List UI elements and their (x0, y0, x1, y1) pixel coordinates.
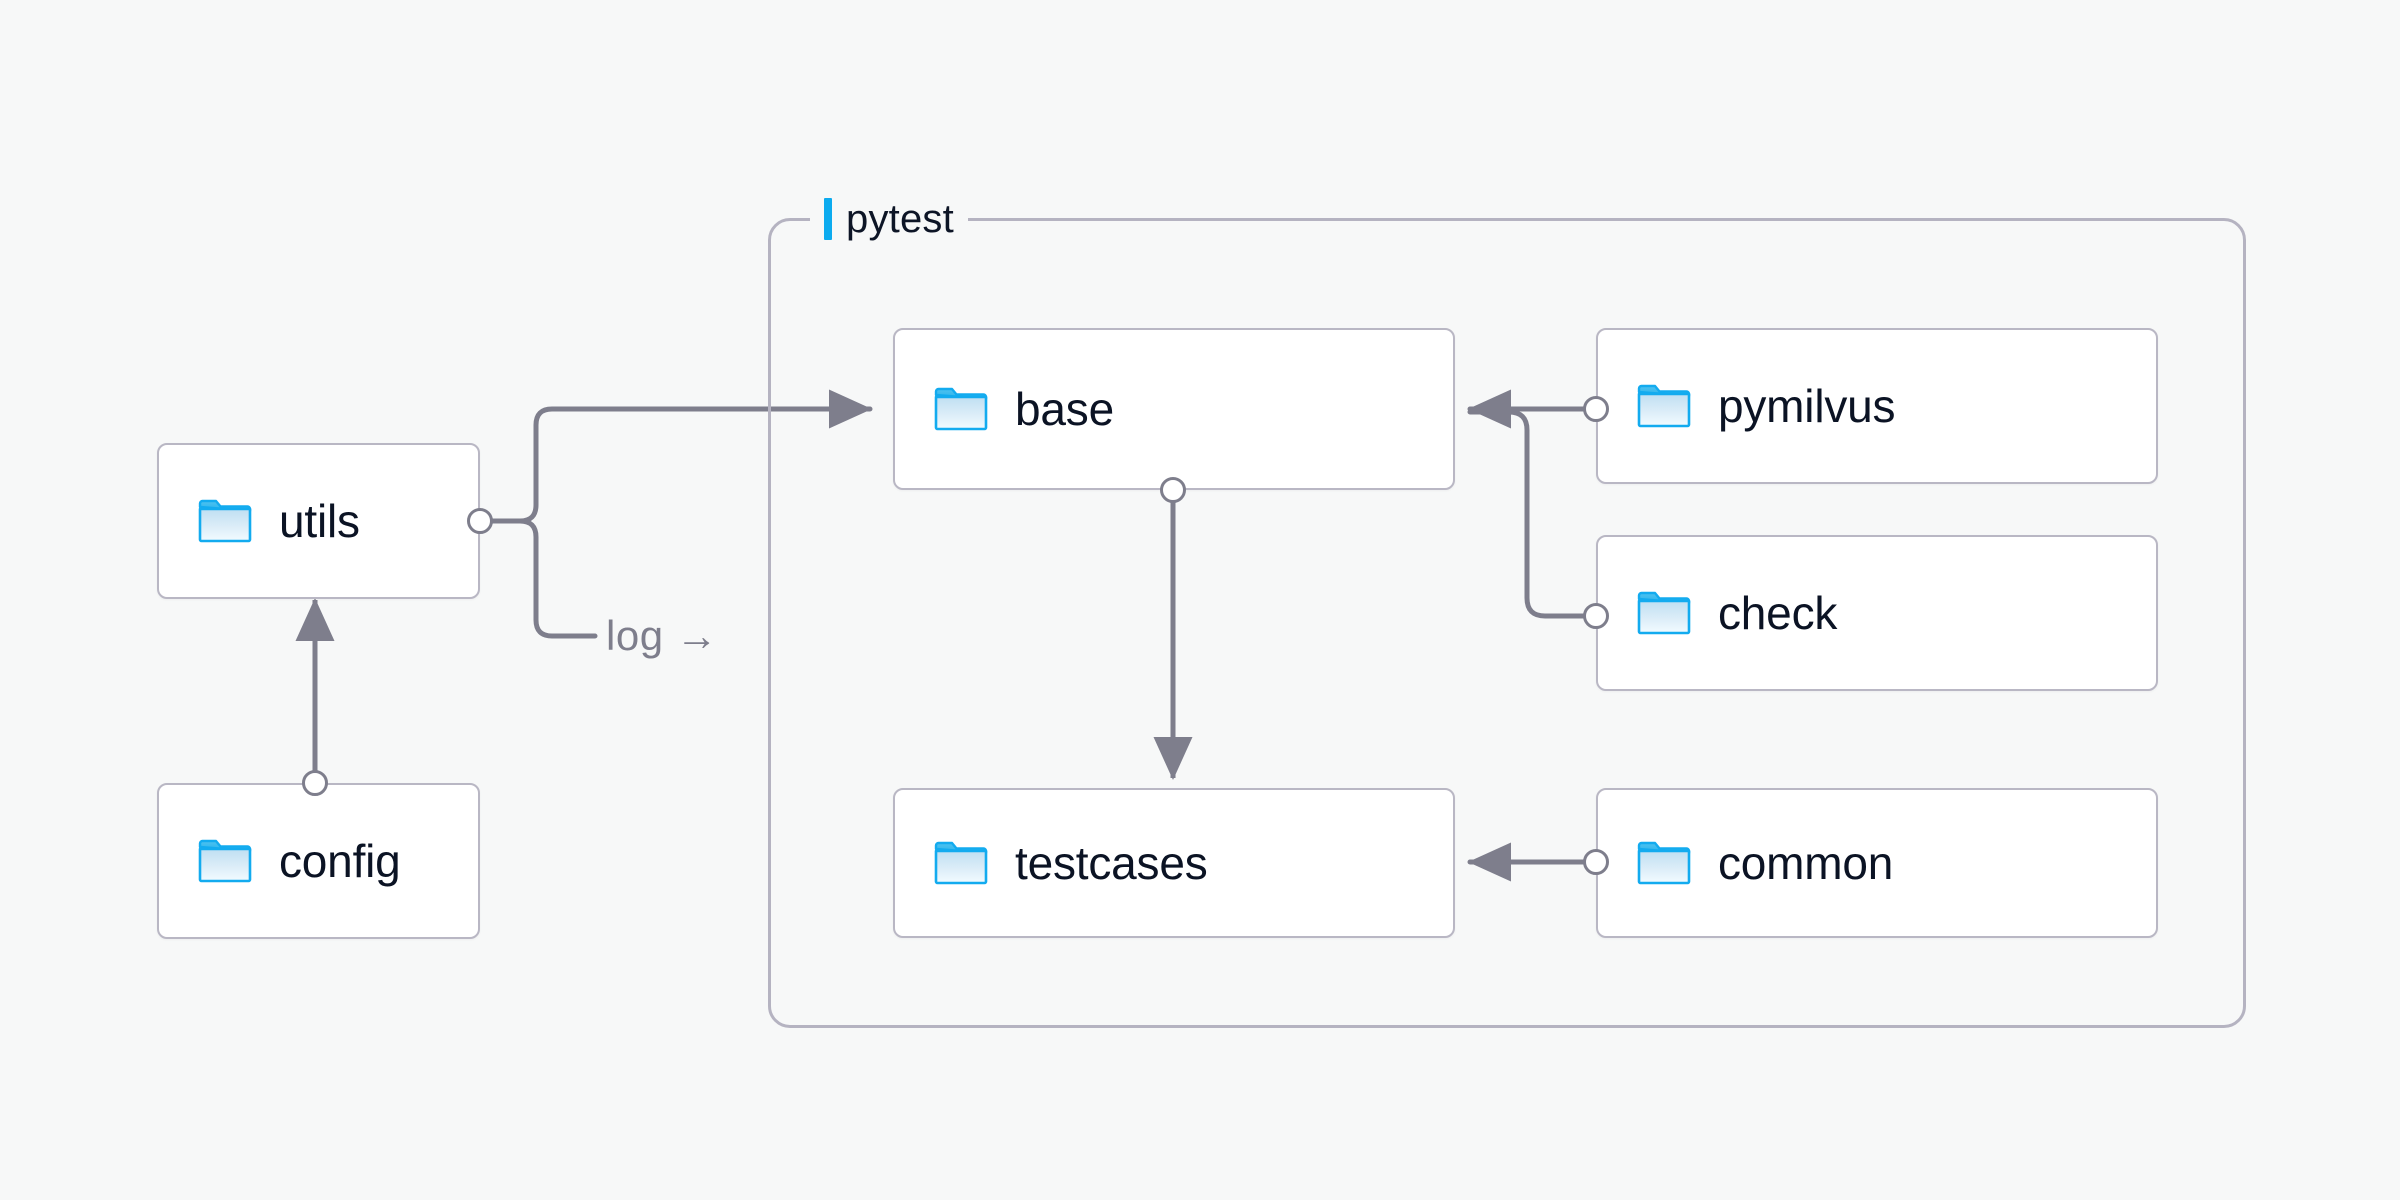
node-pymilvus[interactable]: pymilvus (1596, 328, 2158, 484)
node-testcases[interactable]: testcases (893, 788, 1455, 938)
node-testcases-label: testcases (1015, 837, 1208, 889)
node-base-label: base (1015, 383, 1114, 435)
edge-label-log: log → (600, 612, 725, 660)
group-pytest[interactable] (768, 218, 2246, 1028)
group-label-text: pytest (846, 196, 954, 241)
group-pytest-label: pytest (810, 192, 968, 246)
port-base-bottom[interactable] (1160, 477, 1186, 503)
node-common[interactable]: common (1596, 788, 2158, 938)
folder-icon (1637, 591, 1691, 635)
node-config-label: config (279, 835, 401, 887)
node-utils[interactable]: utils (157, 443, 480, 599)
edge-utils-to-log (484, 518, 598, 639)
folder-icon (934, 387, 988, 431)
folder-icon (198, 839, 252, 883)
port-config-top[interactable] (302, 770, 328, 796)
port-utils-right[interactable] (467, 508, 493, 534)
node-pymilvus-label: pymilvus (1718, 380, 1896, 432)
folder-icon (198, 499, 252, 543)
folder-icon (934, 841, 988, 885)
group-accent-bar-icon (824, 198, 832, 240)
node-common-label: common (1718, 837, 1894, 889)
folder-icon (1637, 384, 1691, 428)
port-check-left[interactable] (1583, 603, 1609, 629)
node-config[interactable]: config (157, 783, 480, 939)
node-base[interactable]: base (893, 328, 1455, 490)
folder-icon (1637, 841, 1691, 885)
node-check-label: check (1718, 587, 1838, 639)
node-utils-label: utils (279, 495, 360, 547)
port-common-left[interactable] (1583, 849, 1609, 875)
node-check[interactable]: check (1596, 535, 2158, 691)
port-pymilvus-left[interactable] (1583, 396, 1609, 422)
